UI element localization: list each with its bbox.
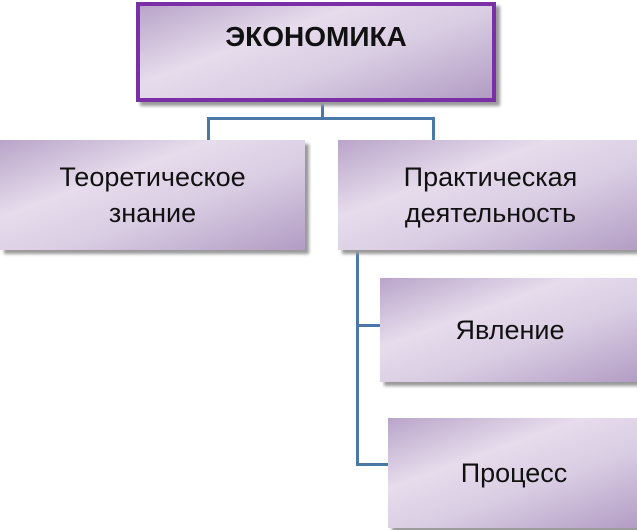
root-node: ЭКОНОМИКА [136,2,496,102]
node-label: Процесс [460,457,568,488]
connector [321,102,324,119]
node-label: Явление [455,314,565,345]
node-theory: Теоретическое знание [0,140,305,250]
node-practice: Практическая деятельность [338,140,637,250]
node-label: Практическая деятельность [403,161,578,228]
connector [432,117,435,141]
node-phenomenon: Явление [380,278,637,382]
node-label: Теоретическое знание [59,161,246,228]
connector [207,117,210,141]
connector [356,463,390,466]
connector [356,250,359,466]
connector [207,117,435,120]
connector [356,324,382,327]
node-process: Процесс [388,418,637,528]
node-label: ЭКОНОМИКА [225,21,407,53]
